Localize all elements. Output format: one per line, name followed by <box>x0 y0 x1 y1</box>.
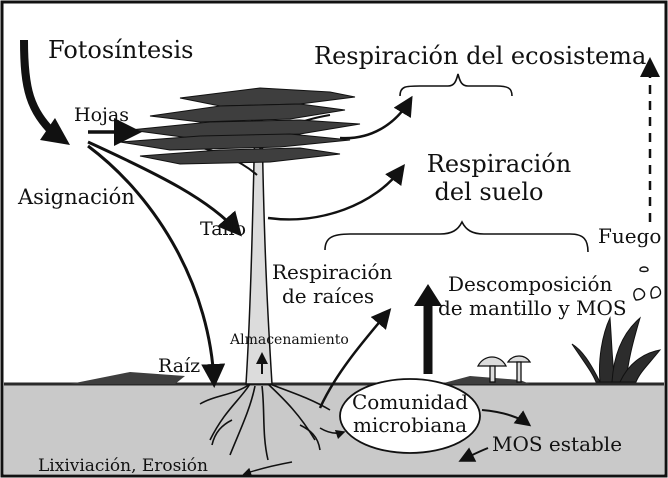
label-tallo: Tallo <box>200 218 247 240</box>
fire-plant <box>571 316 662 383</box>
label-raiz: Raíz <box>158 355 201 377</box>
fotosintesis-arrow <box>20 39 58 138</box>
label-comunidad-1: Comunidad <box>352 390 468 414</box>
mushrooms <box>476 355 532 383</box>
mos-estable-arrow <box>481 409 532 427</box>
respiracion-tallo-arrow <box>267 163 405 221</box>
label-comunidad-2: microbiana <box>352 413 468 437</box>
tree-roots <box>199 383 331 461</box>
label-respiracion-suelo-2: del suelo <box>434 178 544 206</box>
label-lixiviacion: Lixiviación, Erosión <box>38 456 208 476</box>
ecosistema-brace <box>399 73 513 97</box>
soil-layer <box>4 384 664 474</box>
label-asignacion: Asignación <box>18 185 135 209</box>
label-fuego: Fuego <box>598 224 662 248</box>
raices-microbiana-arrow <box>319 427 346 440</box>
litter-patch-right <box>440 376 530 384</box>
label-respiracion-ecosistema: Respiración del ecosistema <box>314 42 647 70</box>
label-descomposicion-2: de mantillo y MOS <box>438 296 627 320</box>
tree-canopy <box>119 87 361 165</box>
respiracion-raices-arrow <box>318 308 392 409</box>
descomposicion-arrowhead <box>414 284 442 306</box>
label-descomposicion-1: Descomposición <box>448 272 613 296</box>
label-respiracion-raices-1: Respiración <box>272 260 393 284</box>
lixiviacion-arrow <box>242 461 293 476</box>
comunidad-microbiana-ellipse <box>339 378 481 454</box>
label-mos-estable: MOS estable <box>492 432 623 456</box>
label-respiracion-suelo-1: Respiración <box>426 150 572 178</box>
respiracion-hojas-arrow <box>339 95 413 140</box>
suelo-brace <box>324 220 589 253</box>
label-fotosintesis: Fotosíntesis <box>48 36 194 64</box>
label-hojas: Hojas <box>74 104 129 126</box>
label-almacenamiento: Almacenamiento <box>230 332 349 348</box>
fotosintesis-arrowhead <box>40 118 70 145</box>
label-respiracion-raices-2: de raíces <box>282 284 375 308</box>
mos-retorno-arrow <box>458 447 489 462</box>
litter-patch-left <box>70 372 185 384</box>
asignacion-tallo-arrow <box>87 140 242 237</box>
asignacion-raiz-arrow <box>87 144 226 388</box>
fire-flames <box>633 266 662 301</box>
